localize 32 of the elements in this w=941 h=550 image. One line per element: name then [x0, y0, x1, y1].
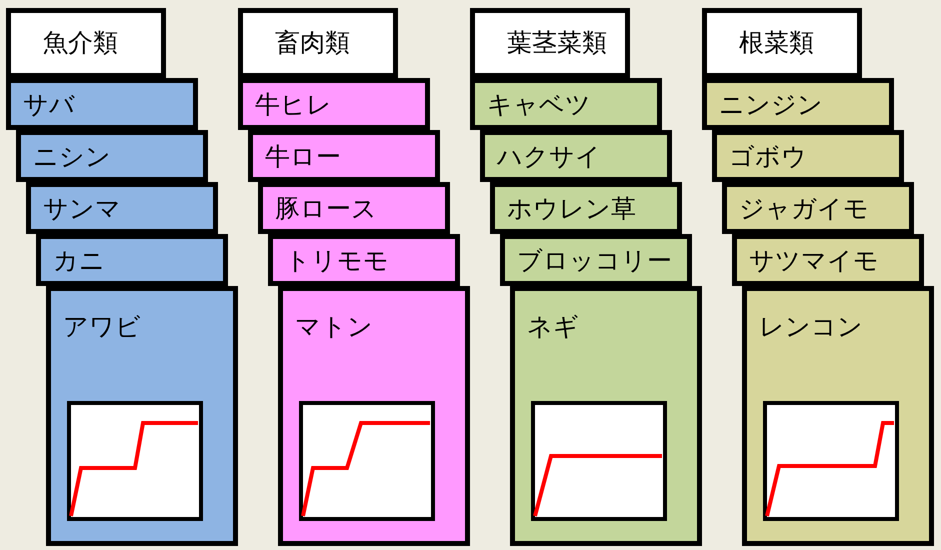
item-name: サツマイモ: [749, 245, 879, 277]
item-name: ジャガイモ: [739, 193, 869, 225]
item-name: 豚ロース: [275, 193, 377, 225]
category-card: [702, 8, 862, 78]
item-card: [278, 286, 470, 546]
item-name: 牛ヒレ: [255, 89, 332, 121]
item-name: ブロッコリー: [517, 245, 672, 277]
item-name: ハクサイ: [497, 141, 601, 173]
category-card: [238, 8, 398, 78]
category-title: 魚介類: [43, 27, 118, 59]
item-card: [46, 286, 238, 546]
item-name: ネギ: [527, 311, 579, 343]
category-title: 根菜類: [739, 27, 814, 59]
item-name: ニシン: [33, 141, 111, 173]
item-name: レンコン: [759, 311, 863, 343]
item-name: マトン: [295, 311, 373, 343]
item-name: ゴボウ: [729, 141, 807, 173]
item-name: 牛ロー: [265, 141, 341, 173]
item-name: サンマ: [43, 193, 121, 225]
item-name: ホウレン草: [507, 193, 636, 225]
item-name: サバ: [23, 89, 75, 121]
item-name: ニンジン: [719, 89, 823, 121]
category-title: 葉茎菜類: [507, 27, 607, 59]
category-title: 畜肉類: [275, 27, 350, 59]
category-card: [470, 8, 630, 78]
item-name: カニ: [53, 245, 105, 277]
item-name: キャベツ: [487, 89, 591, 121]
category-card: [6, 8, 166, 78]
item-name: トリモモ: [285, 245, 389, 277]
item-name: アワビ: [63, 311, 141, 343]
item-card: [510, 286, 702, 546]
item-card: [742, 286, 934, 546]
